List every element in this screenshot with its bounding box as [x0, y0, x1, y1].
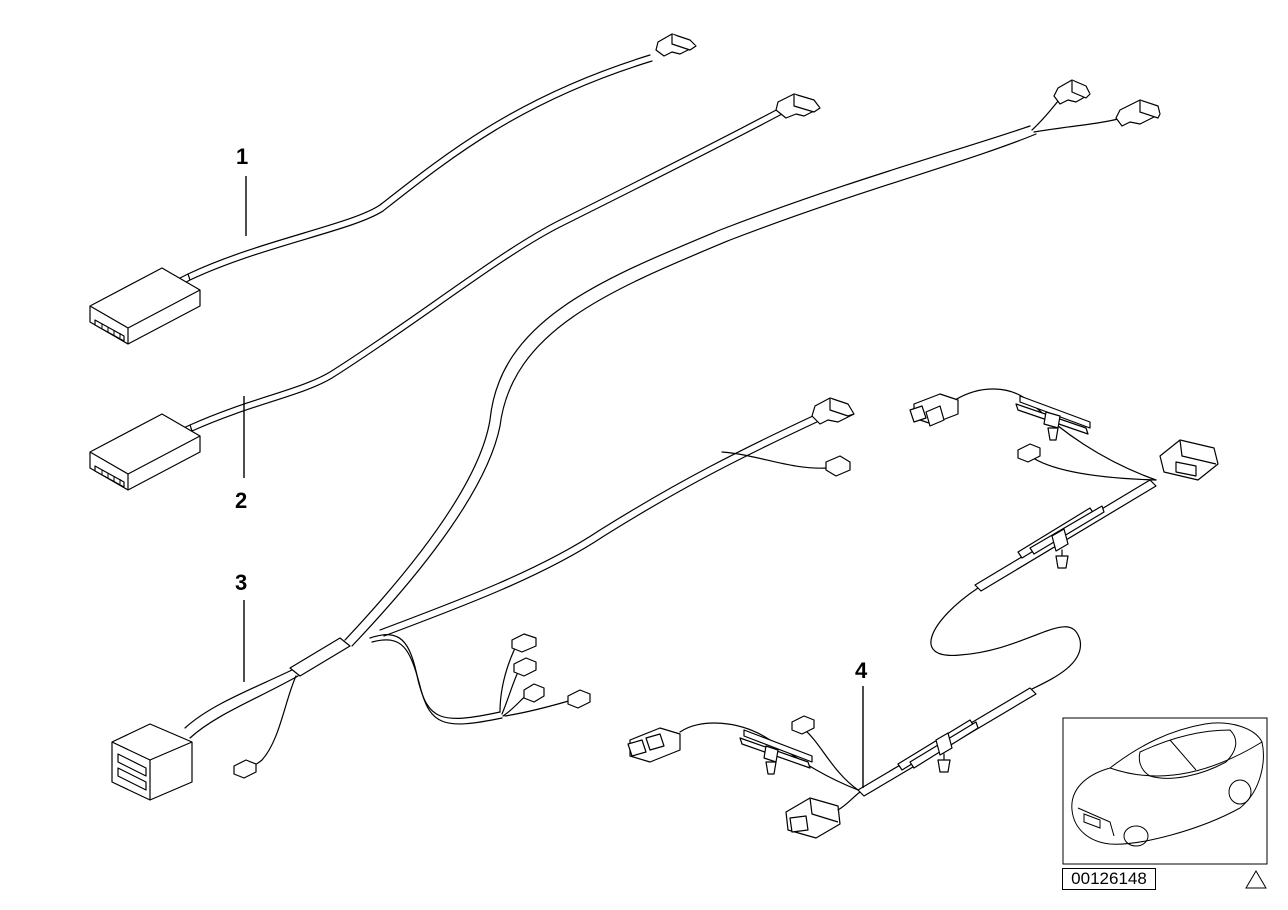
wiring-harness-3: [111, 79, 1161, 801]
wiring-harness-2: [89, 93, 821, 491]
callout-3: 3: [235, 570, 247, 595]
wiring-harness-1: [89, 33, 697, 345]
triangle-icon: [1245, 870, 1267, 889]
callout-1: 1: [236, 144, 248, 169]
callout-4: 4: [855, 658, 868, 683]
reference-number: 00126148: [1062, 868, 1156, 890]
wiring-harness-4: [627, 388, 1219, 839]
callout-2: 2: [235, 488, 247, 513]
sedan-car-icon: [1062, 717, 1268, 865]
